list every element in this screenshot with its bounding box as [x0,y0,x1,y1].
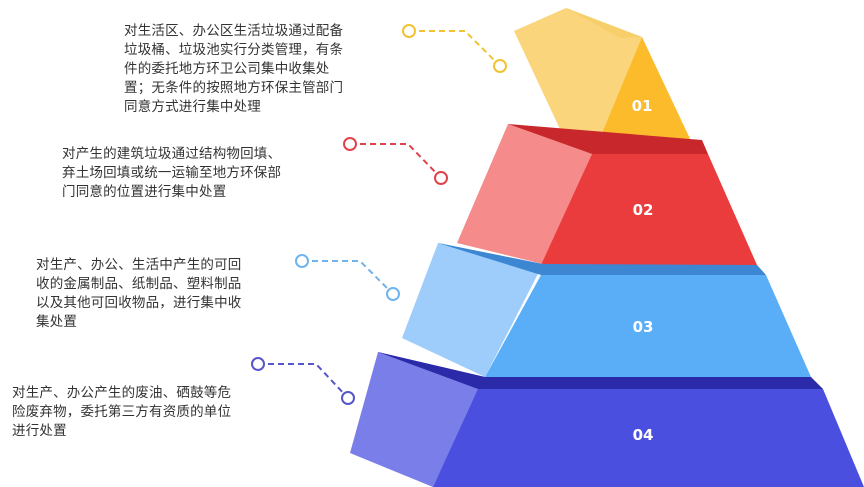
level-3-front-face [485,275,811,377]
connector-2 [343,137,448,185]
level-4-number: 04 [633,426,654,444]
level-3-top-face [438,243,766,275]
connector-2-line [350,143,442,179]
connector-4-end-dot [341,391,355,405]
level-2-top-face [508,124,708,154]
level-4-front-face [433,389,864,487]
pyramid-level-4: 04 [350,352,864,487]
level-1-front-face [598,37,692,143]
level-4-side-face [350,352,485,487]
level-2-number: 02 [633,201,654,219]
level-4-description: 对生产、办公产生的废油、硒鼓等危险废弃物，委托第三方有资质的单位进行处置 [12,385,232,439]
connector-4 [251,357,355,405]
level-2-description: 对产生的建筑垃圾通过结构物回填、弃土场回填或统一运输至地方环保部门同意的位置进行… [62,146,282,200]
connector-4-line [258,363,349,399]
connector-1-start-dot [402,24,416,38]
level-3-number: 03 [633,318,654,336]
connector-1-line [409,30,501,67]
connector-1-end-dot [493,59,507,73]
connector-3 [295,254,400,301]
level-2-front-face [541,154,757,265]
level-1-number: 01 [632,97,653,115]
pyramid-level-3: 03 [402,243,811,377]
level-3-side-face [402,243,543,377]
pyramid-level-2: 02 [457,124,757,265]
level-1-side-face [514,8,642,142]
connector-2-start-dot [343,137,357,151]
level-4-top-face [378,352,823,389]
connector-3-line [302,260,394,295]
connector-3-start-dot [295,254,309,268]
connector-3-end-dot [386,287,400,301]
level-1-top-face [566,8,642,38]
connector-4-start-dot [251,357,265,371]
level-1-description: 对生活区、办公区生活垃圾通过配备垃圾桶、垃圾池实行分类管理，有条件的委托地方环卫… [124,23,344,115]
connector-1 [402,24,507,73]
level-3-description: 对生产、办公、生活中产生的可回收的金属制品、纸制品、塑料制品以及其他可回收物品，… [36,257,242,330]
pyramid-level-1: 01 [514,8,692,143]
connector-2-end-dot [434,171,448,185]
